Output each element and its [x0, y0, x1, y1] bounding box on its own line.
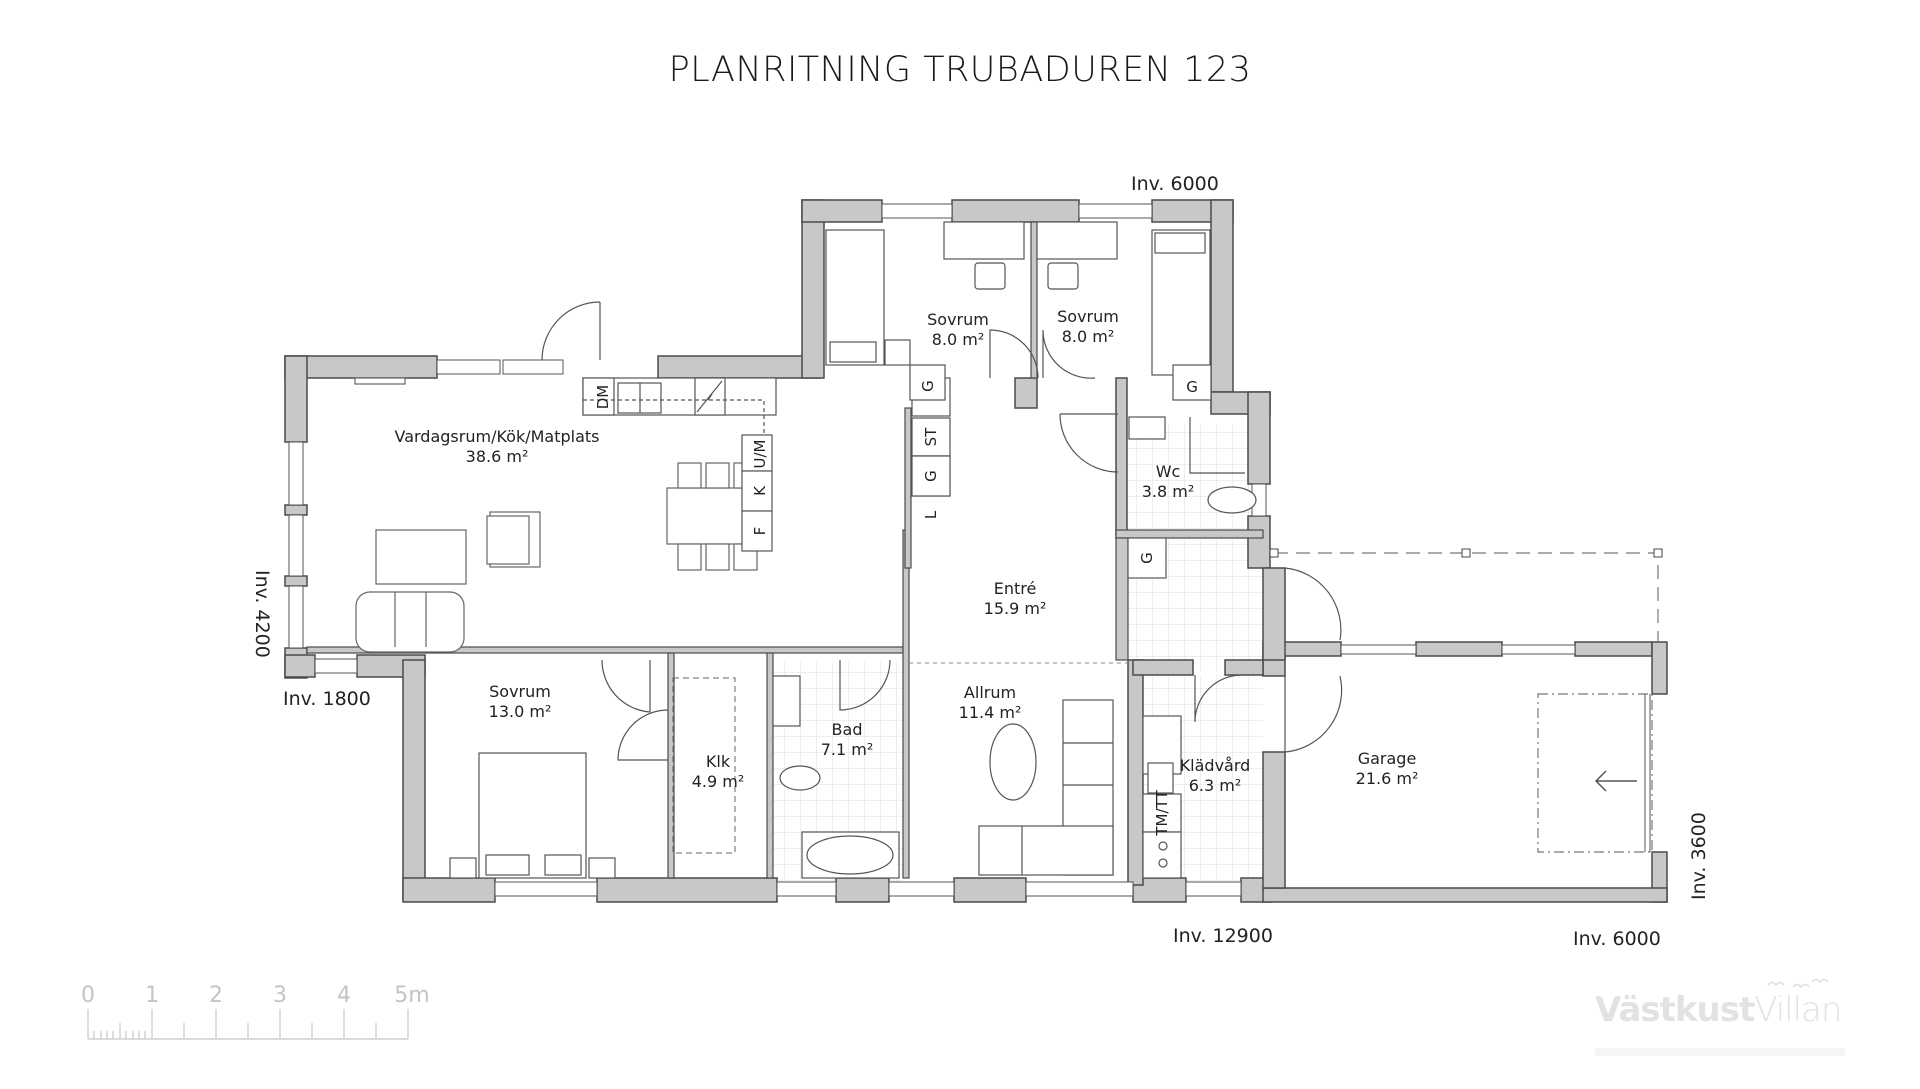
room-area-garage: 21.6 m² [1356, 769, 1419, 788]
scale-label-0: 0 [81, 983, 95, 1008]
room-name-garage: Garage [1358, 749, 1417, 768]
carport-posts [1269, 548, 1663, 558]
room-name-entre: Entré [994, 579, 1037, 598]
dim-right-vertical: Inv. 3600 [1688, 812, 1710, 900]
bedroom-tags: G G [919, 378, 1198, 396]
scale-label-1: 1 [145, 983, 159, 1008]
tag-st: ST [922, 427, 940, 447]
dim-left-vertical: Inv. 4200 [251, 570, 273, 658]
room-area-kladvard: 6.3 m² [1189, 776, 1242, 795]
scale-label-3: 3 [273, 983, 287, 1008]
tag-g-bed2: G [1186, 378, 1198, 396]
room-area-entre: 15.9 m² [984, 599, 1047, 618]
scale-labels: 0 1 2 3 4 5m [81, 983, 430, 1008]
logo-bold: Västkust [1595, 990, 1755, 1030]
laundry-fixtures [1142, 715, 1182, 879]
tag-k: K [751, 485, 769, 496]
dim-left-bottom: Inv. 1800 [283, 688, 371, 710]
scale-label-5m: 5m [394, 983, 429, 1008]
logo-underbar [1595, 1048, 1845, 1056]
garage-door [1644, 694, 1651, 852]
brand-logo: VästkustVillan [1595, 990, 1842, 1030]
room-area-sovrum2: 8.0 m² [1062, 327, 1115, 346]
room-name-allrum: Allrum [964, 683, 1016, 702]
tag-g-hall: G [922, 470, 940, 482]
garage-door-zone [1537, 693, 1653, 853]
room-name-sovrum3: Sovrum [489, 682, 551, 701]
garage-arrow-icon [1594, 770, 1637, 792]
room-area-sovrum1: 8.0 m² [932, 330, 985, 349]
tag-g-entre: G [1138, 552, 1156, 564]
room-name-bad: Bad [832, 720, 863, 739]
room-area-wc: 3.8 m² [1142, 482, 1195, 501]
klk-shelf [672, 677, 736, 854]
room-area-klk: 4.9 m² [692, 772, 745, 791]
hall-tags: ST G L G [922, 427, 1156, 564]
room-area-bad: 7.1 m² [821, 740, 874, 759]
room-area-vardagsrum: 38.6 m² [466, 447, 529, 466]
room-name-klk: Klk [706, 752, 731, 771]
allrum-furniture [978, 699, 1114, 876]
room-area-sovrum3: 13.0 m² [489, 702, 552, 721]
page-title: PLANRITNING TRUBADUREN 123 [668, 50, 1252, 90]
logo-birds-icon [1767, 978, 1829, 989]
walls [284, 199, 1668, 903]
room-name-sovrum1: Sovrum [927, 310, 989, 329]
kitchen-counters [582, 377, 777, 552]
tag-f: F [751, 527, 769, 536]
wc-fixtures [1128, 416, 1257, 514]
scale-label-2: 2 [209, 983, 223, 1008]
scale-label-4: 4 [337, 983, 351, 1008]
room-name-kladvard: Klädvård [1180, 756, 1251, 775]
tag-um: U/M [751, 440, 769, 469]
living-furniture [354, 377, 761, 653]
windows [288, 203, 1576, 897]
logo-light: Villan [1754, 990, 1842, 1030]
room-name-vardagsrum: Vardagsrum/Kök/Matplats [395, 427, 600, 446]
tag-dm: DM [594, 385, 612, 410]
dim-top: Inv. 6000 [1131, 173, 1219, 195]
tag-tm-tt: TM/TT [1153, 790, 1171, 837]
doors [541, 301, 1343, 761]
kitchen-tags: DM U/M K F [594, 385, 769, 536]
dim-bottom-right: Inv. 6000 [1573, 928, 1661, 950]
room-name-sovrum2: Sovrum [1057, 307, 1119, 326]
bath-fixtures [772, 675, 900, 879]
master-bed [449, 752, 616, 879]
room-name-wc: Wc [1156, 462, 1181, 481]
dimension-labels: Inv. 6000 Inv. 4200 Inv. 1800 Inv. 12900… [251, 173, 1710, 950]
interior-walls [306, 221, 1264, 879]
bedroom-furniture [825, 221, 1212, 401]
tag-g-bed1: G [919, 380, 937, 392]
scale-bar [87, 1009, 409, 1040]
tag-l: L [922, 510, 940, 519]
dim-bottom-middle: Inv. 12900 [1173, 925, 1273, 947]
room-labels: Vardagsrum/Kök/Matplats 38.6 m² Sovrum 8… [395, 307, 1419, 795]
room-area-allrum: 11.4 m² [959, 703, 1022, 722]
